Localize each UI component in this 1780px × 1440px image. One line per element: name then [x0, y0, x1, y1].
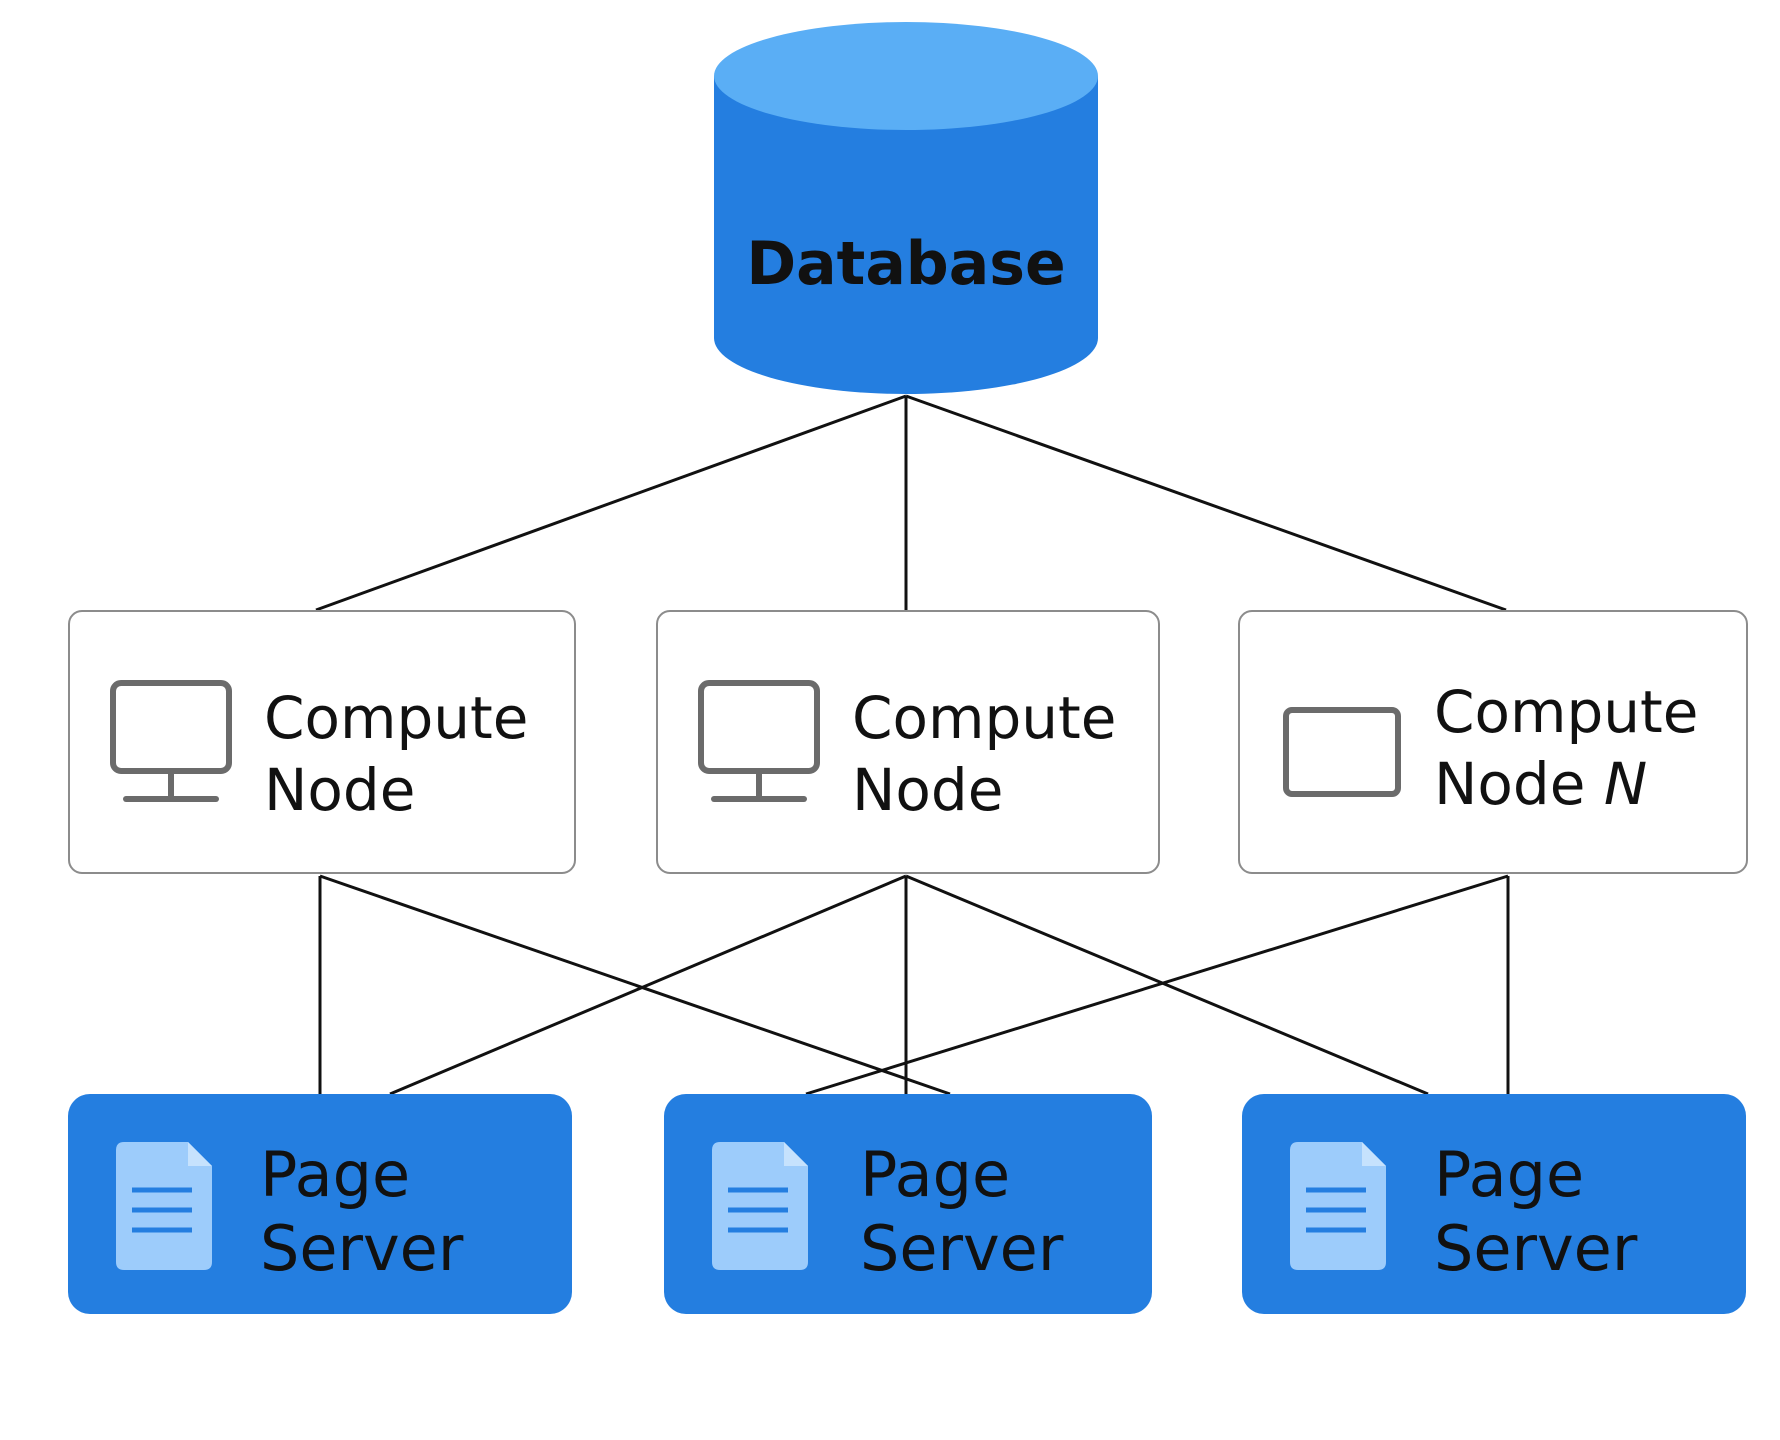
compute-node-2-subtitle-text: Node: [852, 756, 1004, 824]
compute-node-1-title: Compute: [264, 684, 529, 752]
page-server-1-title: Page: [260, 1138, 411, 1211]
document-icon: [1290, 1142, 1386, 1270]
monitor-icon: [698, 680, 820, 802]
database-label: Database: [746, 229, 1066, 299]
database-body: [714, 76, 1098, 394]
page-server-1-subtitle: Server: [260, 1212, 464, 1285]
compute-1-to-page-server-2-line: [319, 874, 951, 1096]
compute-node-2-title: Compute: [852, 684, 1117, 752]
db-to-compute-n-line: [905, 394, 1507, 612]
compute-node-n-title: Compute: [1434, 678, 1699, 746]
monitor-icon: [110, 680, 232, 802]
page-server-3-subtitle: Server: [1434, 1212, 1638, 1285]
compute-node-1-subtitle-text: Node: [264, 756, 416, 824]
document-icon: [712, 1142, 808, 1270]
compute-node-2-subtitle: Node: [852, 754, 1116, 826]
page-server-2[interactable]: Page Server: [664, 1094, 1152, 1314]
compute-node-n-subtitle: Node N: [1434, 748, 1698, 820]
compute-node-1[interactable]: Compute Node: [68, 610, 576, 874]
database-cylinder-shape: [714, 22, 1098, 394]
compute-node-1-subtitle: Node: [264, 754, 528, 826]
compute-node-n-label: Compute Node N: [1434, 676, 1698, 820]
compute-node-n-subtitle-text: Node: [1434, 750, 1604, 818]
compute-2-to-page-server-3-line: [905, 874, 1429, 1096]
page-server-2-title: Page: [860, 1138, 1011, 1211]
tablet-icon: [1283, 707, 1401, 797]
compute-n-to-page-server-2-line: [805, 874, 1509, 1096]
compute-node-1-label: Compute Node: [264, 682, 528, 826]
compute-2-to-page-server-1-line: [389, 874, 907, 1096]
db-to-compute-1-line: [315, 394, 907, 612]
compute-node-2-label: Compute Node: [852, 682, 1116, 826]
document-icon: [116, 1142, 212, 1270]
page-server-3-label: Page Server: [1434, 1138, 1637, 1286]
page-server-1-label: Page Server: [260, 1138, 463, 1286]
page-server-2-label: Page Server: [860, 1138, 1063, 1286]
page-server-1[interactable]: Page Server: [68, 1094, 572, 1314]
database-node[interactable]: Database: [712, 20, 1100, 398]
page-server-3[interactable]: Page Server: [1242, 1094, 1746, 1314]
database-top: [714, 22, 1098, 130]
compute-node-n[interactable]: Compute Node N: [1238, 610, 1748, 874]
page-server-3-title: Page: [1434, 1138, 1585, 1211]
page-server-2-subtitle: Server: [860, 1212, 1064, 1285]
compute-node-2[interactable]: Compute Node: [656, 610, 1160, 874]
compute-node-n-suffix: N: [1603, 750, 1648, 818]
